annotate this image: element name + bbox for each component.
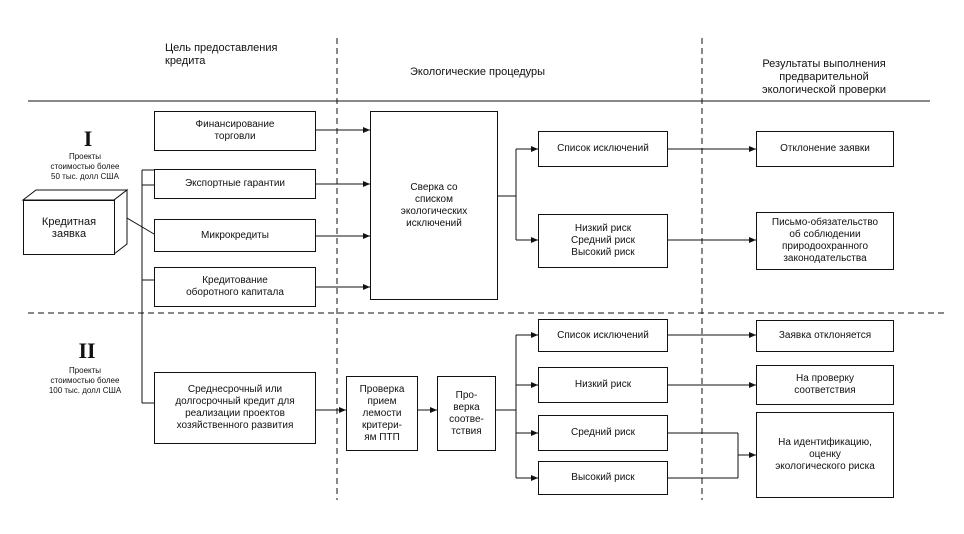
purpose-long-term-credit: Среднесрочный или долгосрочный кредит дл… xyxy=(154,372,316,444)
category-II-high-risk: Высокий риск xyxy=(538,461,668,495)
section-II-numeral: II xyxy=(78,338,96,363)
purpose-export-guarantees: Экспортные гарантии xyxy=(154,169,316,199)
header-ecological-procedures: Экологические процедуры xyxy=(410,66,546,78)
category-I-risk-levels: Низкий риск Средний риск Высокий риск xyxy=(538,214,668,268)
purpose-trade-finance: Финансирование торговли xyxy=(154,111,316,151)
header-credit-purpose: Цель предоставления кредита xyxy=(165,42,278,67)
category-I-exclusion-list: Список исключений xyxy=(538,131,668,167)
result-II-reject-application: Заявка отклоняется xyxy=(756,320,894,352)
procedure-eligibility-criteria-check: Проверка прием лемости критери- ям ПТП xyxy=(346,376,418,451)
category-II-medium-risk: Средний риск xyxy=(538,415,668,451)
category-II-exclusion-list: Список исключений xyxy=(538,319,668,352)
procedure-exclusion-list-check: Сверка со списком экологических исключен… xyxy=(370,111,498,300)
section-II-threshold: Проекты стоимостью более 100 тыс. долл С… xyxy=(48,366,122,395)
purpose-working-capital: Кредитование оборотного капитала xyxy=(154,267,316,307)
result-I-commitment-letter: Письмо-обязательство об соблюдении приро… xyxy=(756,212,894,270)
result-II-to-risk-identification: На идентификацию, оценку экологического … xyxy=(756,412,894,498)
purpose-microcredits: Микрокредиты xyxy=(154,219,316,252)
credit-request-box: Кредитная заявка xyxy=(23,200,115,255)
header-screening-results: Результаты выполнения предварительной эк… xyxy=(762,58,886,96)
result-I-reject-application: Отклонение заявки xyxy=(756,131,894,167)
category-II-low-risk: Низкий риск xyxy=(538,367,668,403)
section-I-numeral: I xyxy=(83,126,93,151)
procedure-compliance-check: Про- верка соотве- тствия xyxy=(437,376,496,451)
result-II-to-compliance-check: На проверку соответствия xyxy=(756,365,894,405)
section-I-threshold: Проекты стоимостью более 50 тыс. долл СШ… xyxy=(50,152,120,181)
